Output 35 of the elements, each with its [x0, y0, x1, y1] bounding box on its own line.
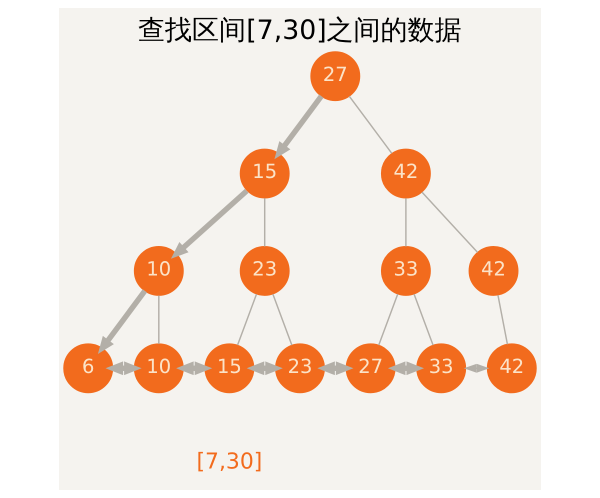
arrow [170, 188, 249, 259]
arrow [106, 361, 142, 376]
connector [158, 296, 160, 344]
arrow [98, 289, 148, 354]
node-circle: 10 [134, 343, 184, 394]
node-circle: 23 [275, 343, 325, 394]
label: [7,30] [196, 450, 262, 475]
node-circle: 27 [346, 343, 396, 394]
arrow [464, 364, 490, 373]
node-circle: 33 [416, 343, 466, 394]
connector [236, 294, 258, 346]
connector [421, 192, 478, 253]
node-circle: 15 [204, 343, 254, 394]
node-circle: 10 [134, 246, 184, 296]
connector [378, 294, 398, 346]
node-circle: 27 [310, 51, 360, 102]
connector [348, 96, 392, 154]
connector [264, 198, 266, 246]
connector [272, 294, 293, 346]
node-circle: 42 [468, 246, 518, 296]
connector [413, 294, 434, 346]
diagram-title: 查找区间[7,30]之间的数据 [138, 15, 462, 46]
arrow [246, 361, 283, 376]
arrow [317, 361, 354, 376]
node-circle: 33 [380, 246, 431, 296]
arrow [388, 361, 424, 376]
arrow [274, 94, 324, 160]
node-circle: 42 [486, 343, 537, 394]
node-circle: 23 [240, 246, 290, 296]
node-circle: 15 [240, 148, 290, 198]
connector [405, 198, 407, 246]
arrow [176, 361, 212, 376]
node-circle: 6 [63, 343, 114, 394]
node-circle: 42 [380, 148, 431, 198]
connector [497, 294, 508, 344]
